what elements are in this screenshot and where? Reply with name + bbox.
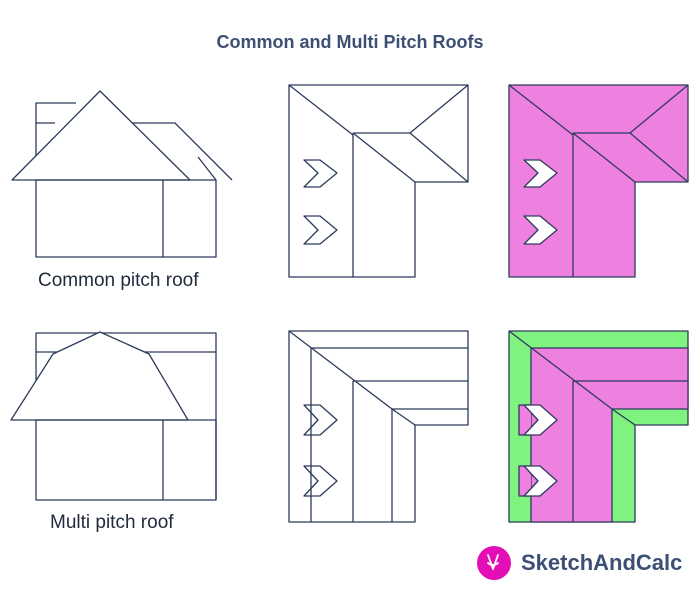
dormer-icon [303,465,338,497]
brand-name: SketchAndCalc [521,550,683,575]
protractor-logo-icon [477,546,511,580]
dormer-icon [303,159,338,188]
dormer-icon [523,465,558,497]
dormer-icon [523,404,558,436]
common-pitch-plan [288,84,469,278]
multi-pitch-elevation [10,331,217,501]
multi-pitch-plan-colored [508,330,689,523]
brand-logo[interactable]: SketchAndCalc [477,546,682,580]
dormer-icon [523,159,558,188]
dormer-icon [303,404,338,436]
dormer-icon [523,215,558,245]
page-title: Common and Multi Pitch Roofs [216,32,484,52]
multi-pitch-plan [288,330,469,523]
dormer-icon [303,215,338,245]
caption-multi-pitch: Multi pitch roof [50,512,174,533]
common-pitch-plan-colored [508,84,689,278]
common-pitch-elevation [11,90,233,258]
caption-common-pitch: Common pitch roof [38,270,199,291]
